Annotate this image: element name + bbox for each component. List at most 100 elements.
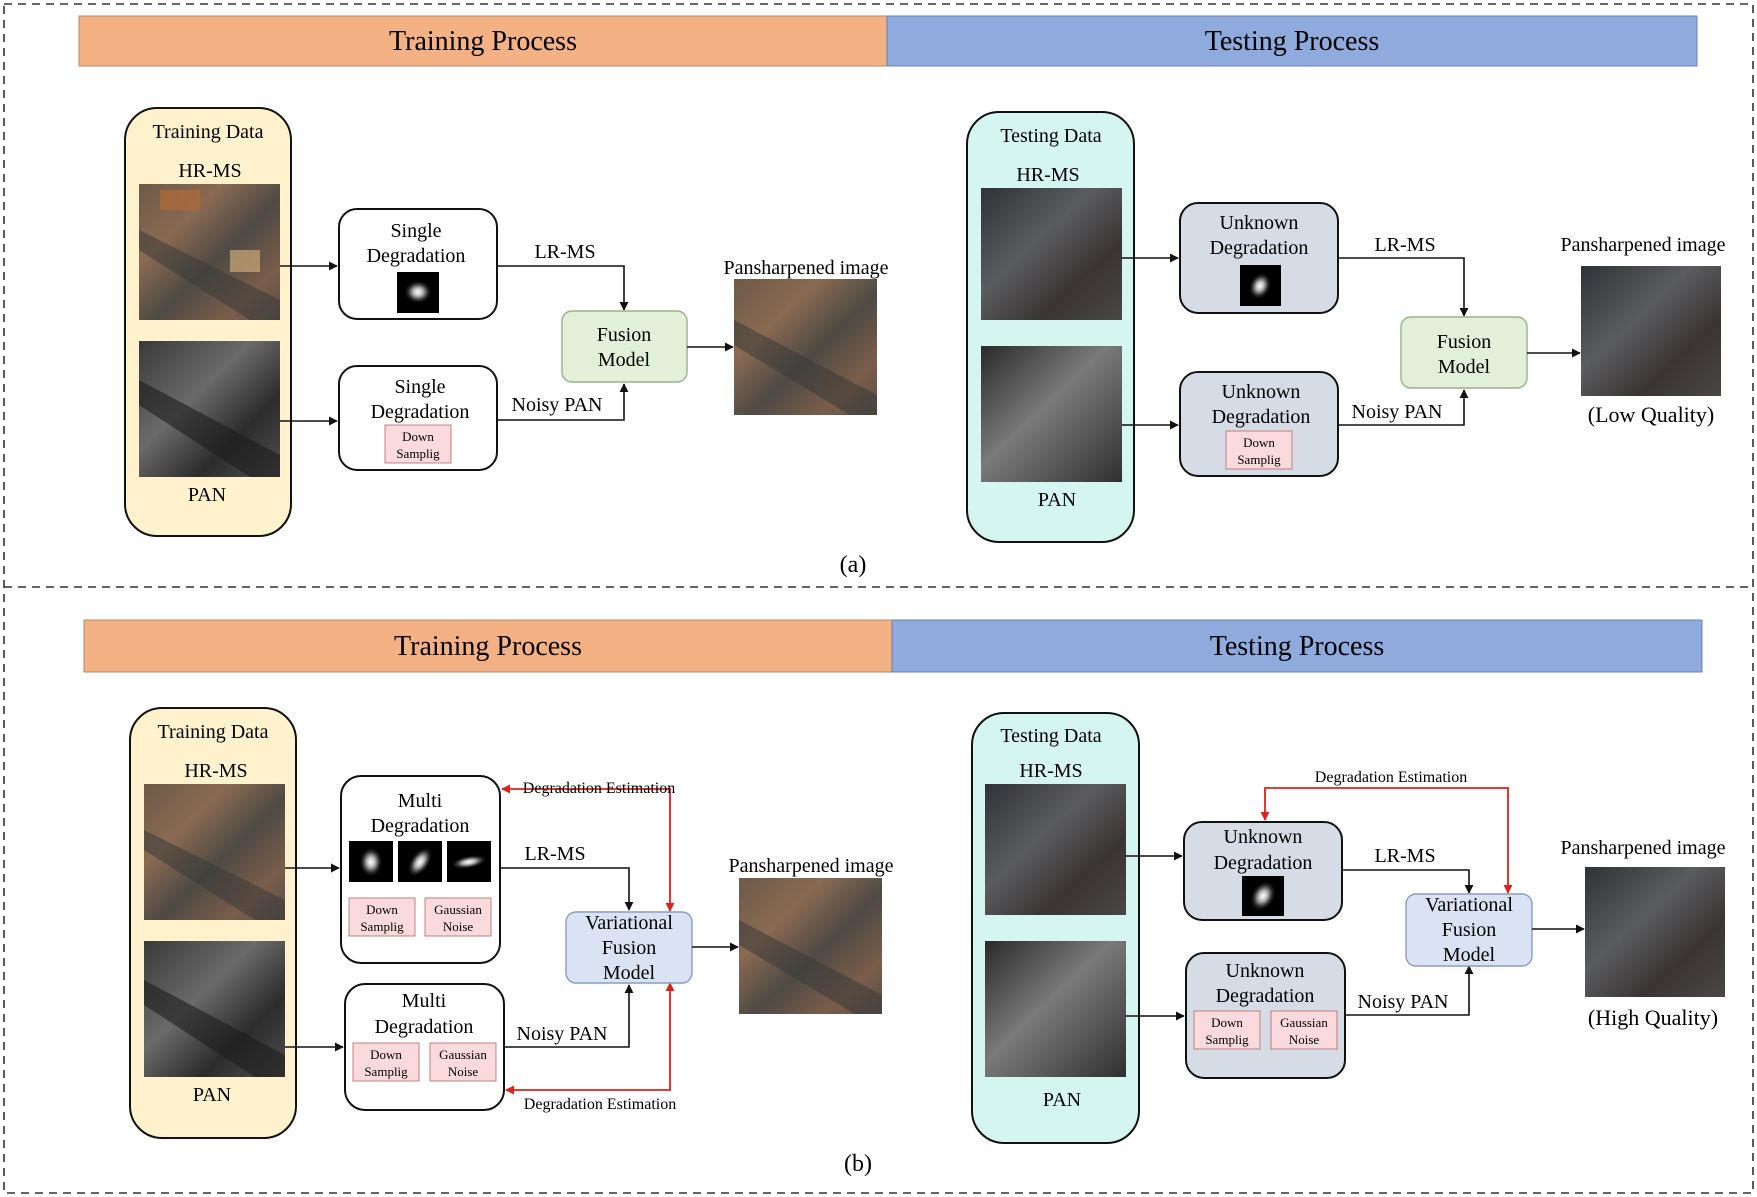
panel-b: Training Process Testing Process Trainin…: [83, 619, 1726, 1177]
caption-a: (a): [840, 552, 867, 578]
test-variational-line1: Variational: [1425, 894, 1513, 916]
estimation-arrow-top: [501, 784, 675, 912]
test-pansharpened-label: Pansharpened image: [1561, 234, 1726, 256]
test-arrow-noisy-pan: [1338, 389, 1469, 426]
testing-header-label: Testing Process: [1205, 26, 1380, 57]
down-sampling-tag-b2: [352, 1042, 420, 1082]
test-fusion-line1: Fusion: [1437, 331, 1491, 353]
test-down-sampling-line1: Down: [1243, 435, 1275, 450]
test-down-sampling-tag: [1225, 430, 1293, 470]
unknown-degradation-top-b-line1: Unknown: [1224, 826, 1303, 848]
test-down-sampling-line2: Samplig: [1237, 452, 1281, 467]
degradation-top-line1: Single: [390, 220, 441, 242]
training-header-b: [83, 619, 893, 673]
multi-degradation-top-line2: Degradation: [371, 815, 470, 837]
gaussian-noise-b1-line1: Gaussian: [434, 902, 482, 917]
unknown-degradation-bottom-line2: Degradation: [1212, 406, 1311, 428]
testing-header: [886, 15, 1698, 67]
test-down-sampling-b-line1: Down: [1211, 1015, 1243, 1030]
noisy-pan-label-b: Noisy PAN: [517, 1023, 608, 1045]
hrms-label-b: HR-MS: [184, 760, 247, 782]
training-header-b-label: Training Process: [394, 631, 582, 662]
test-noisy-pan-label-b: Noisy PAN: [1358, 991, 1449, 1013]
estimation-arrow-bottom: [505, 982, 675, 1095]
panel-a: Training Process Testing Process Trainin…: [78, 15, 1726, 578]
estimation-label-top: Degradation Estimation: [523, 780, 675, 797]
training-header: [78, 15, 888, 67]
variational-line2: Fusion: [602, 937, 656, 959]
estimation-label-bottom: Degradation Estimation: [524, 1096, 676, 1113]
test-pansharpened-image: [1581, 266, 1721, 396]
arrow-lrms-b: [500, 867, 634, 911]
variational-line1: Variational: [585, 912, 673, 934]
unknown-degradation-top-b-line2: Degradation: [1214, 852, 1313, 874]
test-down-sampling-b-line2: Samplig: [1205, 1032, 1249, 1047]
unknown-degradation-bottom-b-line2: Degradation: [1216, 985, 1315, 1007]
testing-data-title: Testing Data: [1000, 125, 1101, 147]
hrms-label: HR-MS: [178, 160, 241, 182]
multi-degradation-bottom-line2: Degradation: [375, 1016, 474, 1038]
training-data-title: Training Data: [153, 121, 264, 143]
testing-header-b: [891, 619, 1703, 673]
training-header-label: Training Process: [389, 26, 577, 57]
gaussian-noise-tag-b1: [424, 897, 492, 937]
gaussian-noise-tag-b2: [429, 1042, 497, 1082]
test-estimation-label: Degradation Estimation: [1315, 769, 1467, 786]
test-pan-image: [981, 346, 1122, 482]
down-sampling-tag-line2: Samplig: [396, 446, 440, 461]
unknown-degradation-bottom-b-line1: Unknown: [1226, 960, 1305, 982]
test-pan-label: PAN: [1038, 489, 1076, 511]
noisy-pan-label: Noisy PAN: [512, 394, 603, 416]
test-arrow-lrms: [1338, 257, 1469, 317]
down-sampling-b1-line2: Samplig: [360, 919, 404, 934]
degradation-top-line2: Degradation: [367, 245, 466, 267]
test-fusion-line2: Model: [1438, 356, 1491, 378]
degradation-bottom-line1: Single: [394, 376, 445, 398]
test-hrms-label: HR-MS: [1016, 164, 1079, 186]
degradation-bottom-line2: Degradation: [371, 401, 470, 423]
outer-frame: [3, 3, 1754, 1194]
test-arrow-lrms-b: [1342, 869, 1474, 894]
caption-b: (b): [844, 1151, 872, 1177]
fusion-model-box: [561, 310, 688, 383]
down-sampling-b1-line1: Down: [366, 902, 398, 917]
test-variational-line2: Fusion: [1442, 919, 1496, 941]
unknown-degradation-top-line2: Degradation: [1210, 237, 1309, 259]
test-variational-fusion-box: [1405, 893, 1533, 967]
gaussian-noise-b2-line2: Noise: [448, 1064, 479, 1079]
training-data-title-b: Training Data: [158, 721, 269, 743]
test-gaussian-noise-b-line1: Gaussian: [1280, 1015, 1328, 1030]
test-noisy-pan-label: Noisy PAN: [1352, 401, 1443, 423]
pansharpened-label: Pansharpened image: [724, 257, 889, 279]
arrow-noisy-pan: [497, 383, 629, 421]
test-lrms-label: LR-MS: [1374, 234, 1435, 256]
arrow-lrms: [497, 265, 629, 311]
down-sampling-b2-line2: Samplig: [364, 1064, 408, 1079]
pan-label-b: PAN: [193, 1084, 231, 1106]
test-gaussian-noise-tag-b: [1270, 1010, 1338, 1050]
test-pansharpened-image-b: [1585, 867, 1725, 997]
test-lrms-label-b: LR-MS: [1374, 845, 1435, 867]
high-quality-label: (High Quality): [1588, 1005, 1718, 1030]
test-pansharpened-label-b: Pansharpened image: [1561, 837, 1726, 859]
gaussian-noise-b2-line1: Gaussian: [439, 1047, 487, 1062]
single-degradation-top: [338, 208, 498, 320]
test-pan-image-b: [985, 941, 1126, 1077]
single-degradation-bottom: [338, 365, 498, 471]
pansharpened-label-b: Pansharpened image: [729, 855, 894, 877]
down-sampling-tag-b1: [348, 897, 416, 937]
lrms-label: LR-MS: [534, 241, 595, 263]
down-sampling-tag-line1: Down: [402, 429, 434, 444]
testing-data-title-b: Testing Data: [1000, 725, 1101, 747]
down-sampling-tag: [384, 424, 452, 464]
gaussian-noise-b1-line2: Noise: [443, 919, 474, 934]
unknown-degradation-bottom: [1179, 371, 1339, 477]
test-arrow-noisy-pan-b: [1345, 965, 1474, 1016]
test-hrms-image: [981, 188, 1122, 320]
lrms-label-b: LR-MS: [524, 843, 585, 865]
test-hrms-image-b: [985, 784, 1126, 915]
test-gaussian-noise-b-line2: Noise: [1289, 1032, 1320, 1047]
test-hrms-label-b: HR-MS: [1019, 760, 1082, 782]
test-variational-line3: Model: [1443, 944, 1496, 966]
